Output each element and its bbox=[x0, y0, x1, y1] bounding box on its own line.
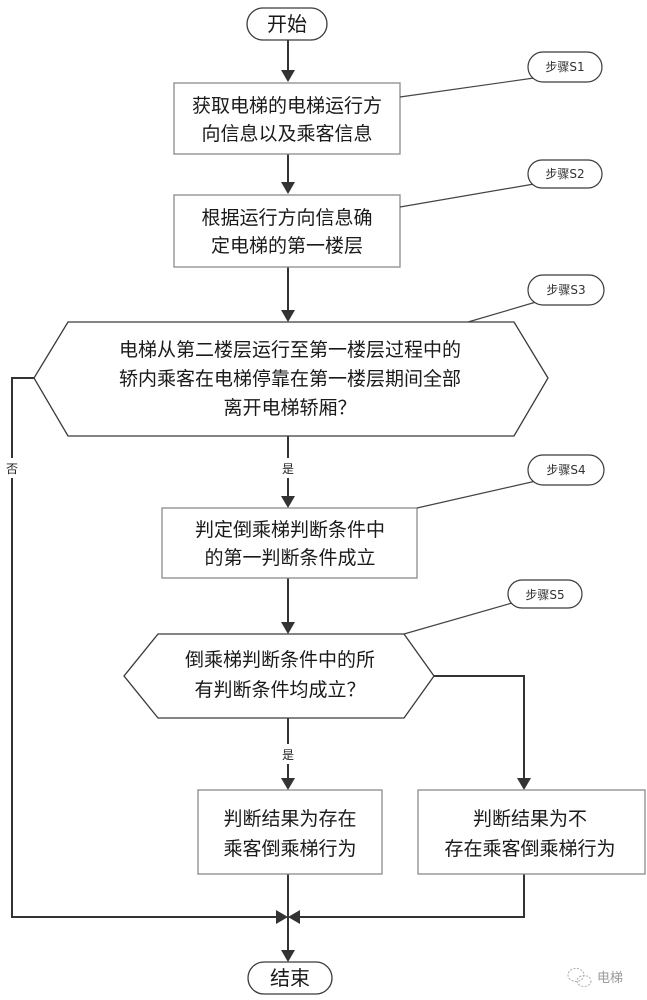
step-s2-leader bbox=[399, 183, 535, 208]
end-node: 结束 bbox=[247, 961, 333, 995]
step-s4-leader bbox=[416, 480, 537, 509]
edge-label-s3-no-bg bbox=[4, 458, 20, 478]
start-node: 开始 bbox=[246, 7, 328, 41]
step-s1-leader bbox=[399, 77, 535, 98]
process-s2-line-1: 根据运行方向信息确 bbox=[201, 207, 372, 229]
step-s4-label: 步骤S4 bbox=[546, 463, 585, 477]
arrow-head bbox=[281, 622, 295, 634]
result-no-line-1: 判断结果为不 bbox=[473, 808, 587, 830]
decision-s3-line-2: 轿内乘客在电梯停靠在第一楼层期间全部 bbox=[119, 368, 461, 390]
decision-s3-line-1: 电梯从第二楼层运行至第一楼层过程中的 bbox=[119, 339, 461, 361]
arrow-head bbox=[281, 778, 295, 790]
watermark: 电梯 bbox=[567, 968, 623, 987]
process-s4: 判定倒乘梯判断条件中 的第一判断条件成立 bbox=[161, 507, 418, 579]
step-s1-bubble: 步骤S1 bbox=[527, 51, 603, 83]
edge-result-no-merge bbox=[300, 874, 525, 918]
process-s2: 根据运行方向信息确 定电梯的第一楼层 bbox=[173, 194, 401, 268]
watermark-text: 电梯 bbox=[597, 971, 623, 986]
start-label: 开始 bbox=[267, 12, 307, 36]
arrow-head bbox=[281, 950, 295, 962]
process-s1-line-1: 获取电梯的电梯运行方 bbox=[192, 95, 382, 117]
edge-label-s3-yes: 是 bbox=[282, 462, 294, 476]
step-s3-leader bbox=[467, 301, 537, 323]
step-s5-bubble: 步骤S5 bbox=[507, 579, 583, 609]
process-s1: 获取电梯的电梯运行方 向信息以及乘客信息 bbox=[173, 82, 401, 155]
step-s2-bubble: 步骤S2 bbox=[527, 159, 603, 189]
arrow-head bbox=[281, 310, 295, 322]
end-label: 结束 bbox=[270, 966, 310, 990]
arrow-head bbox=[276, 910, 288, 924]
process-s4-line-1: 判定倒乘梯判断条件中 bbox=[195, 519, 385, 541]
arrow-head bbox=[288, 910, 300, 924]
step-s3-label: 步骤S3 bbox=[546, 283, 585, 297]
step-s4-bubble: 步骤S4 bbox=[527, 454, 605, 486]
arrow-head bbox=[281, 496, 295, 508]
result-no-box: 判断结果为不 存在乘客倒乘梯行为 bbox=[417, 789, 646, 875]
decision-s5: 倒乘梯判断条件中的所 有判断条件均成立？ bbox=[123, 633, 435, 719]
result-yes-line-2: 乘客倒乘梯行为 bbox=[223, 838, 356, 860]
arrow-head bbox=[281, 182, 295, 194]
process-s1-line-2: 向信息以及乘客信息 bbox=[201, 123, 372, 145]
edges bbox=[11, 40, 531, 962]
edge-label-s3-no: 否 bbox=[6, 462, 18, 476]
arrow-head bbox=[281, 70, 295, 82]
edge-s5-result-no bbox=[416, 675, 525, 782]
process-s4-line-2: 的第一判断条件成立 bbox=[204, 547, 375, 569]
decision-s3-line-3: 离开电梯轿厢？ bbox=[223, 397, 356, 419]
edge-s3-no bbox=[11, 377, 276, 918]
step-s1-label: 步骤S1 bbox=[545, 60, 584, 74]
wechat-icon bbox=[567, 968, 592, 987]
edge-label-s5-yes: 是 bbox=[282, 748, 294, 762]
result-yes-box: 判断结果为存在 乘客倒乘梯行为 bbox=[197, 789, 383, 875]
arrow-head bbox=[517, 778, 531, 790]
process-s2-line-2: 定电梯的第一楼层 bbox=[211, 235, 363, 257]
step-s5-leader bbox=[403, 602, 513, 635]
step-s3-bubble: 步骤S3 bbox=[527, 274, 605, 306]
decision-s5-line-2: 有判断条件均成立？ bbox=[194, 679, 365, 701]
decision-s3: 电梯从第二楼层运行至第一楼层过程中的 轿内乘客在电梯停靠在第一楼层期间全部 离开… bbox=[33, 321, 549, 437]
result-yes-line-1: 判断结果为存在 bbox=[223, 808, 356, 830]
result-no-line-2: 存在乘客倒乘梯行为 bbox=[444, 838, 615, 860]
decision-s5-line-1: 倒乘梯判断条件中的所 bbox=[185, 649, 375, 671]
step-s2-label: 步骤S2 bbox=[545, 167, 584, 181]
step-s5-label: 步骤S5 bbox=[525, 588, 564, 602]
